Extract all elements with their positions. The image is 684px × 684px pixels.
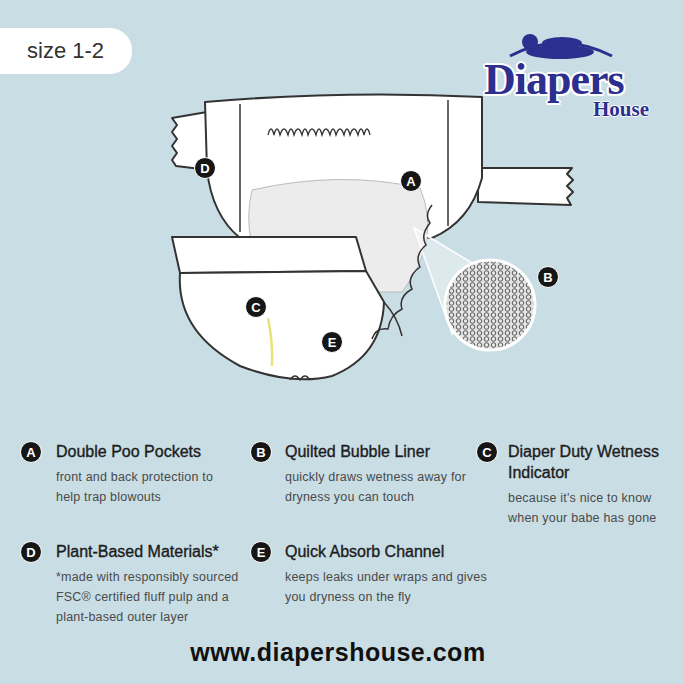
callout-circle: B <box>537 266 559 288</box>
callout-letter: C <box>251 300 260 315</box>
waist-gathers <box>268 129 370 135</box>
callout-letter: C <box>482 445 491 460</box>
magnifier-circle <box>445 260 535 350</box>
feature-heading: Quick Absorb Channel <box>285 541 505 562</box>
feature-heading: Quilted Bubble Liner <box>285 441 475 462</box>
leg-cuff <box>372 205 432 339</box>
feature-description: because it's nice to know when your babe… <box>508 488 676 528</box>
callout-letter: A <box>406 174 415 189</box>
feature-description: front and back protection to help trap b… <box>56 467 238 507</box>
website-url: www.diapershouse.com <box>0 638 680 667</box>
feature-description: quickly draws wetness away for dryness y… <box>285 467 467 507</box>
callout-letter: A <box>26 445 35 460</box>
feature-heading: Diaper Duty Wetness Indicator <box>508 441 668 483</box>
feature-description: keeps leaks under wraps and gives you dr… <box>285 567 500 607</box>
callout-letter: E <box>257 545 266 560</box>
callout-circle: E <box>321 331 343 353</box>
wetness-line <box>268 318 272 366</box>
callout-circle: B <box>250 441 272 463</box>
callout-letter: D <box>200 161 209 176</box>
logo-word: House <box>593 97 649 122</box>
feature-heading: Plant-Based Materials* <box>56 541 256 562</box>
callout-circle: C <box>245 296 267 318</box>
feature-description: *made with responsibly sourced FSC® cert… <box>56 567 252 627</box>
callout-circle: C <box>476 441 498 463</box>
front-waistband <box>172 237 366 273</box>
callout-circle: D <box>20 541 42 563</box>
feature-heading: Double Poo Pockets <box>56 441 246 462</box>
callout-circle: A <box>400 170 422 192</box>
size-label: size 1-2 <box>27 38 104 63</box>
callout-letter: E <box>328 335 337 350</box>
callout-circle: A <box>20 441 42 463</box>
callout-letter: D <box>26 545 35 560</box>
callout-letter: B <box>256 445 265 460</box>
callout-circle: E <box>250 541 272 563</box>
front-body <box>180 271 384 379</box>
callout-letter: B <box>543 270 552 285</box>
size-tab: size 1-2 <box>0 28 132 74</box>
callout-circle: D <box>194 157 216 179</box>
right-tab <box>478 168 573 205</box>
